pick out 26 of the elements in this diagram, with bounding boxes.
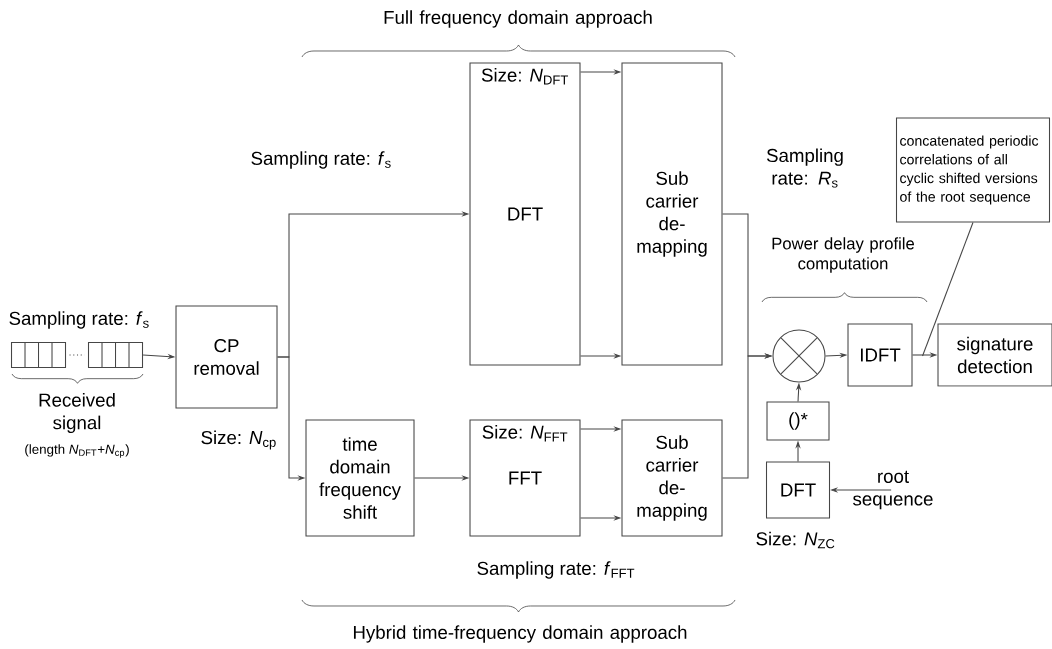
annotation-text: Sampling rate: f$_{s}$ (9, 311, 149, 329)
callout-box: concatenated periodic correlations of all cyclic shifted versions of the root sequence (895, 117, 1051, 223)
signal-buffer-drawing (10, 341, 144, 369)
process-box: time domain frequency shift (305, 419, 415, 537)
annotation-text: Sampling rate: R$_{s}$ (766, 148, 843, 188)
process-box: signature detection (937, 323, 1052, 387)
process-box: Sub carrier de- mapping (621, 62, 723, 366)
annotation-text: Hybrid time-frequency domain approach (353, 625, 687, 643)
process-box: DFT (765, 461, 831, 519)
annotation-text: Sampling rate: f$_{FFT}$ (477, 561, 635, 579)
annotation-text: (length N$_{DFT}$+N$_{cp}$) (25, 444, 129, 458)
annotation-text: Power delay profile computation (772, 237, 914, 273)
process-box: IDFT (847, 323, 913, 387)
leader-line (922, 222, 974, 357)
multiplier-symbol (772, 329, 826, 383)
process-box: ()* (766, 401, 830, 441)
process-box: Sub carrier de- mapping (621, 419, 723, 537)
annotation-text: Size: N$_{ZC}$ (756, 531, 835, 549)
annotation-text: Sampling rate: f$_{s}$ (251, 151, 391, 169)
annotation-text: Full frequency domain approach (384, 10, 652, 28)
input-label: root sequence (853, 470, 933, 510)
process-box: Size: N$_{DFT}$ DFT (469, 62, 581, 366)
process-box: CP removal (175, 305, 278, 409)
annotation-text: Received signal (39, 392, 115, 433)
process-box: Size: N$_{FFT}$ FFT (469, 419, 581, 537)
annotation-text: Size: N$_{cp}$ (201, 430, 276, 450)
